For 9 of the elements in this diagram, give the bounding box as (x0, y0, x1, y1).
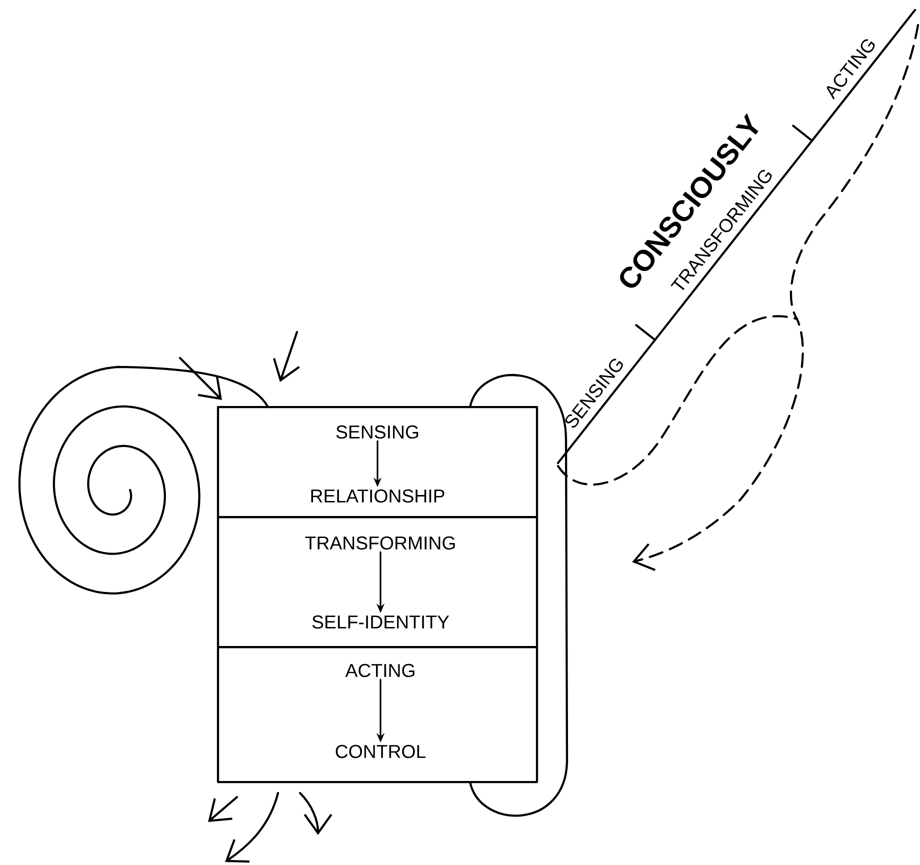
stage-box (216, 406, 538, 518)
stage-label: RELATIONSHIP (311, 489, 444, 503)
stage-label: ACTING (345, 664, 414, 678)
stage-box (216, 646, 538, 784)
stage-label: SENSING (336, 425, 418, 439)
stage-box (216, 516, 538, 648)
stage-label: CONTROL (336, 744, 426, 758)
stage-label: SELF-IDENTITY (312, 615, 450, 629)
stage-label: TRANSFORMING (305, 536, 455, 550)
